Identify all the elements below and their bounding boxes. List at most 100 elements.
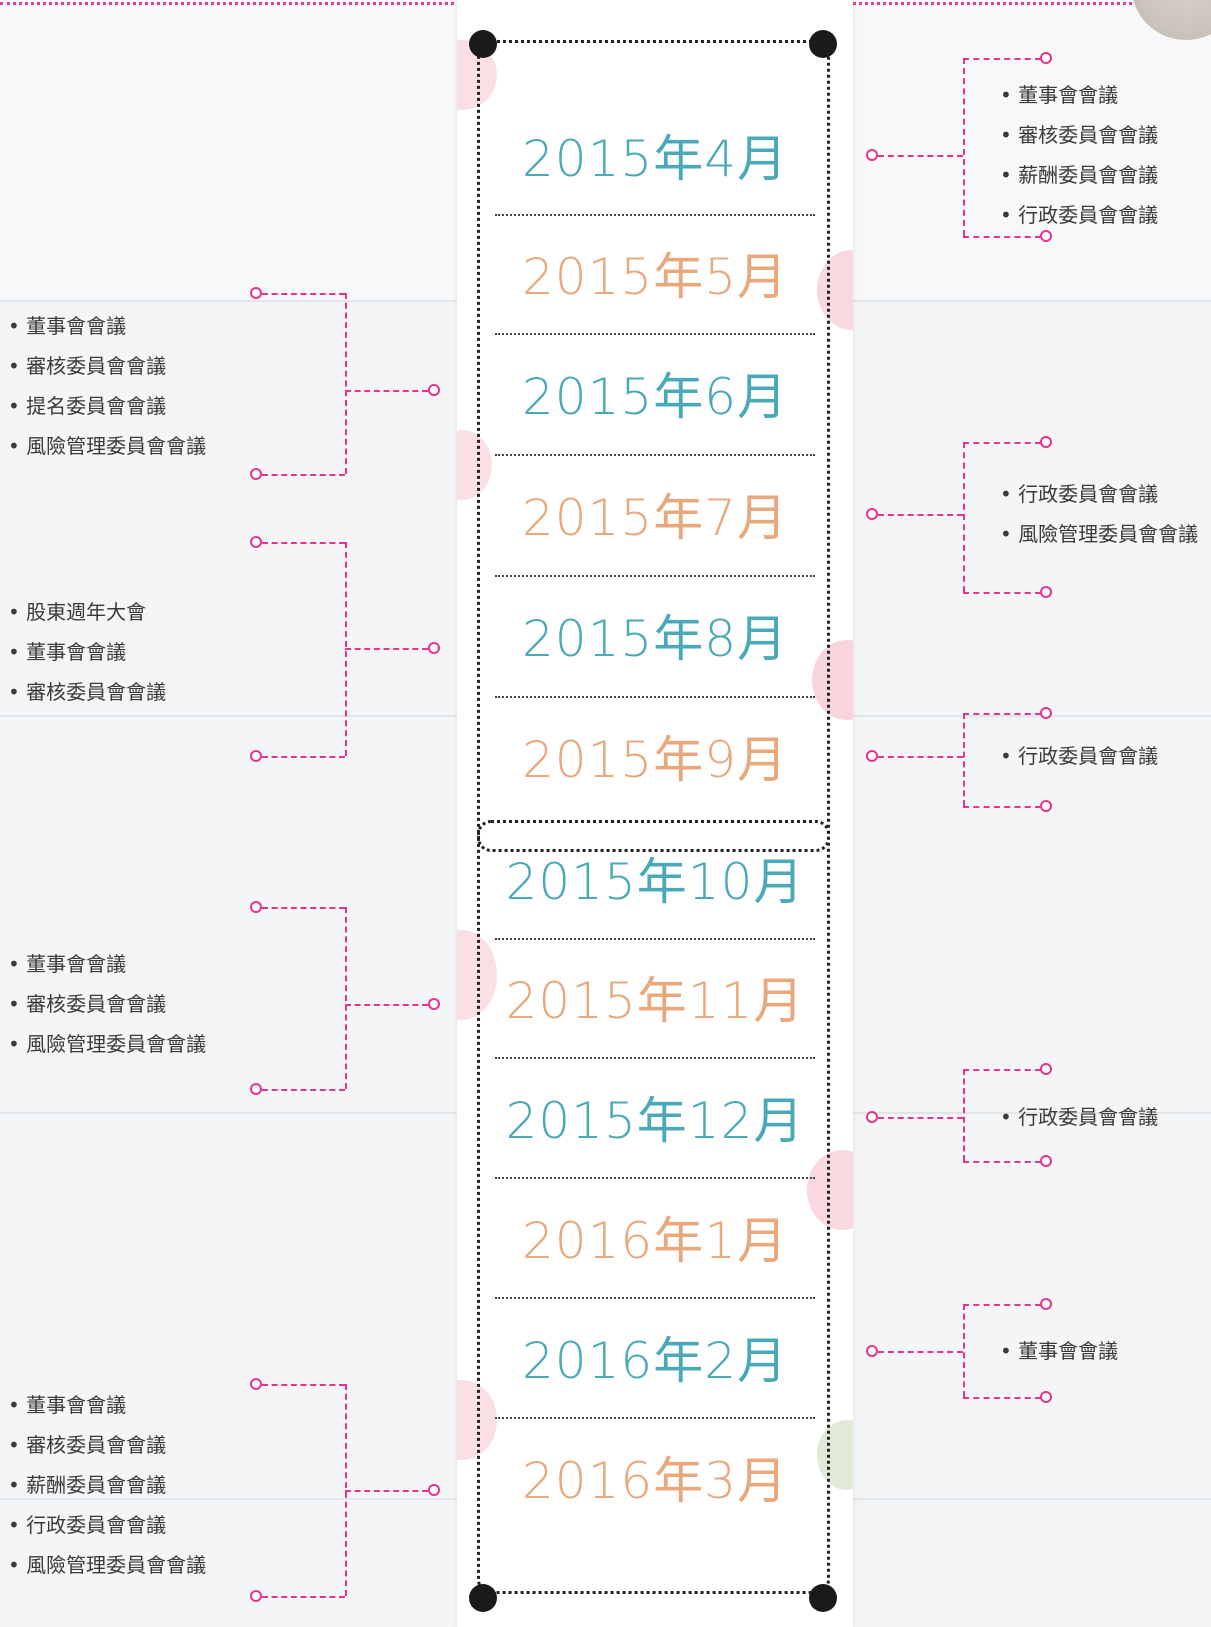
meeting-list: 行政委員會會議 bbox=[1000, 1097, 1158, 1137]
connector-node bbox=[866, 1345, 878, 1357]
month-label: 2016年2月 bbox=[521, 1332, 789, 1390]
meeting-item: 審核委員會會議 bbox=[1000, 115, 1158, 155]
bracket-end-node bbox=[250, 750, 262, 762]
meeting-item: 董事會會議 bbox=[1000, 75, 1158, 115]
connector-node bbox=[866, 508, 878, 520]
connector-line bbox=[345, 648, 428, 650]
meeting-list: 董事會會議審核委員會會議薪酬委員會會議行政委員會會議 bbox=[1000, 75, 1158, 235]
bracket-end-node bbox=[1040, 52, 1052, 64]
month-separator bbox=[495, 574, 815, 577]
meeting-item: 風險管理委員會會議 bbox=[8, 1545, 206, 1585]
month-label: 2016年3月 bbox=[521, 1452, 789, 1510]
meeting-item: 風險管理委員會會議 bbox=[8, 426, 206, 466]
punch-hole bbox=[469, 1584, 497, 1612]
meeting-item: 董事會會議 bbox=[8, 1385, 206, 1425]
meeting-item: 董事會會議 bbox=[8, 944, 206, 984]
punch-hole bbox=[469, 30, 497, 58]
month-label: 2015年4月 bbox=[521, 130, 789, 188]
meeting-list: 董事會會議審核委員會會議薪酬委員會會議行政委員會會議風險管理委員會會議 bbox=[8, 1385, 206, 1585]
meeting-list: 行政委員會會議 bbox=[1000, 736, 1158, 776]
bracket-end-node bbox=[250, 1083, 262, 1095]
bracket-line bbox=[963, 442, 965, 592]
meeting-item: 提名委員會會議 bbox=[8, 386, 206, 426]
month-separator bbox=[495, 214, 815, 216]
connector-line bbox=[878, 756, 963, 758]
bracket-line bbox=[963, 1069, 1041, 1071]
bracket-end-node bbox=[1040, 707, 1052, 719]
month-label: 2015年11月 bbox=[505, 972, 805, 1030]
connector-line bbox=[878, 155, 963, 157]
connector-node bbox=[428, 1484, 440, 1496]
meeting-item: 審核委員會會議 bbox=[8, 672, 166, 712]
bracket-end-node bbox=[1040, 1155, 1052, 1167]
month-separator bbox=[495, 695, 815, 698]
meeting-item: 薪酬委員會會議 bbox=[1000, 155, 1158, 195]
bracket-end-node bbox=[1040, 1391, 1052, 1403]
month-label: 2015年9月 bbox=[521, 731, 789, 789]
bracket-end-node bbox=[1040, 800, 1052, 812]
meeting-item: 行政委員會會議 bbox=[1000, 736, 1158, 776]
month-separator bbox=[495, 1297, 815, 1299]
month-label: 2015年10月 bbox=[505, 853, 805, 911]
meeting-item: 行政委員會會議 bbox=[1000, 474, 1198, 514]
bracket-line bbox=[963, 1304, 1041, 1306]
month-label: 2015年12月 bbox=[505, 1092, 805, 1150]
bracket-end-node bbox=[250, 1378, 262, 1390]
meeting-item: 行政委員會會議 bbox=[1000, 1097, 1158, 1137]
month-separator bbox=[495, 1177, 815, 1179]
bracket-end-node bbox=[250, 536, 262, 548]
meeting-item: 董事會會議 bbox=[1000, 1331, 1118, 1371]
bracket-line bbox=[963, 806, 1041, 808]
bracket-line bbox=[262, 1384, 345, 1386]
connector-node bbox=[428, 998, 440, 1010]
month-separator bbox=[495, 453, 815, 456]
bracket-line bbox=[262, 1089, 345, 1091]
bracket-end-node bbox=[1040, 1298, 1052, 1310]
connector-line bbox=[345, 1490, 428, 1492]
connector-node bbox=[866, 149, 878, 161]
bracket-line bbox=[963, 236, 1041, 238]
connector-node bbox=[866, 750, 878, 762]
bracket-line bbox=[963, 1069, 965, 1161]
month-label: 2015年8月 bbox=[521, 610, 789, 668]
bracket-line bbox=[963, 713, 1041, 715]
ticket-upper bbox=[477, 40, 830, 852]
bracket-line bbox=[963, 713, 965, 806]
meeting-item: 股東週年大會 bbox=[8, 592, 166, 632]
meeting-item: 審核委員會會議 bbox=[8, 346, 206, 386]
connector-line bbox=[345, 1004, 428, 1006]
month-label: 2016年1月 bbox=[521, 1212, 789, 1270]
bracket-line bbox=[262, 756, 345, 758]
connector-line bbox=[878, 1117, 963, 1119]
punch-hole bbox=[809, 1584, 837, 1612]
bracket-line bbox=[262, 542, 345, 544]
meeting-list: 股東週年大會董事會會議審核委員會會議 bbox=[8, 592, 166, 712]
meeting-list: 董事會會議審核委員會會議提名委員會會議風險管理委員會會議 bbox=[8, 306, 206, 466]
connector-line bbox=[878, 514, 963, 516]
month-label: 2015年5月 bbox=[521, 248, 789, 306]
meeting-item: 行政委員會會議 bbox=[8, 1505, 206, 1545]
meeting-item: 薪酬委員會會議 bbox=[8, 1465, 206, 1505]
bracket-line bbox=[262, 474, 345, 476]
connector-line bbox=[345, 390, 428, 392]
bracket-line bbox=[262, 293, 345, 295]
ticket-lower bbox=[477, 820, 830, 1594]
bracket-end-node bbox=[250, 1590, 262, 1602]
bracket-line bbox=[963, 442, 1041, 444]
month-separator bbox=[495, 1057, 815, 1059]
bracket-line bbox=[262, 907, 345, 909]
bracket-line bbox=[345, 907, 347, 1089]
month-label: 2015年6月 bbox=[521, 368, 789, 426]
bracket-end-node bbox=[250, 468, 262, 480]
meeting-item: 審核委員會會議 bbox=[8, 984, 206, 1024]
connector-node bbox=[428, 642, 440, 654]
meeting-item: 行政委員會會議 bbox=[1000, 195, 1158, 235]
bracket-line bbox=[963, 58, 1041, 60]
bracket-line bbox=[963, 1161, 1041, 1163]
connector-node bbox=[866, 1111, 878, 1123]
bracket-line bbox=[345, 293, 347, 474]
punch-hole bbox=[809, 30, 837, 58]
bracket-end-node bbox=[1040, 1063, 1052, 1075]
bracket-line bbox=[963, 58, 965, 236]
bracket-line bbox=[963, 1304, 965, 1397]
